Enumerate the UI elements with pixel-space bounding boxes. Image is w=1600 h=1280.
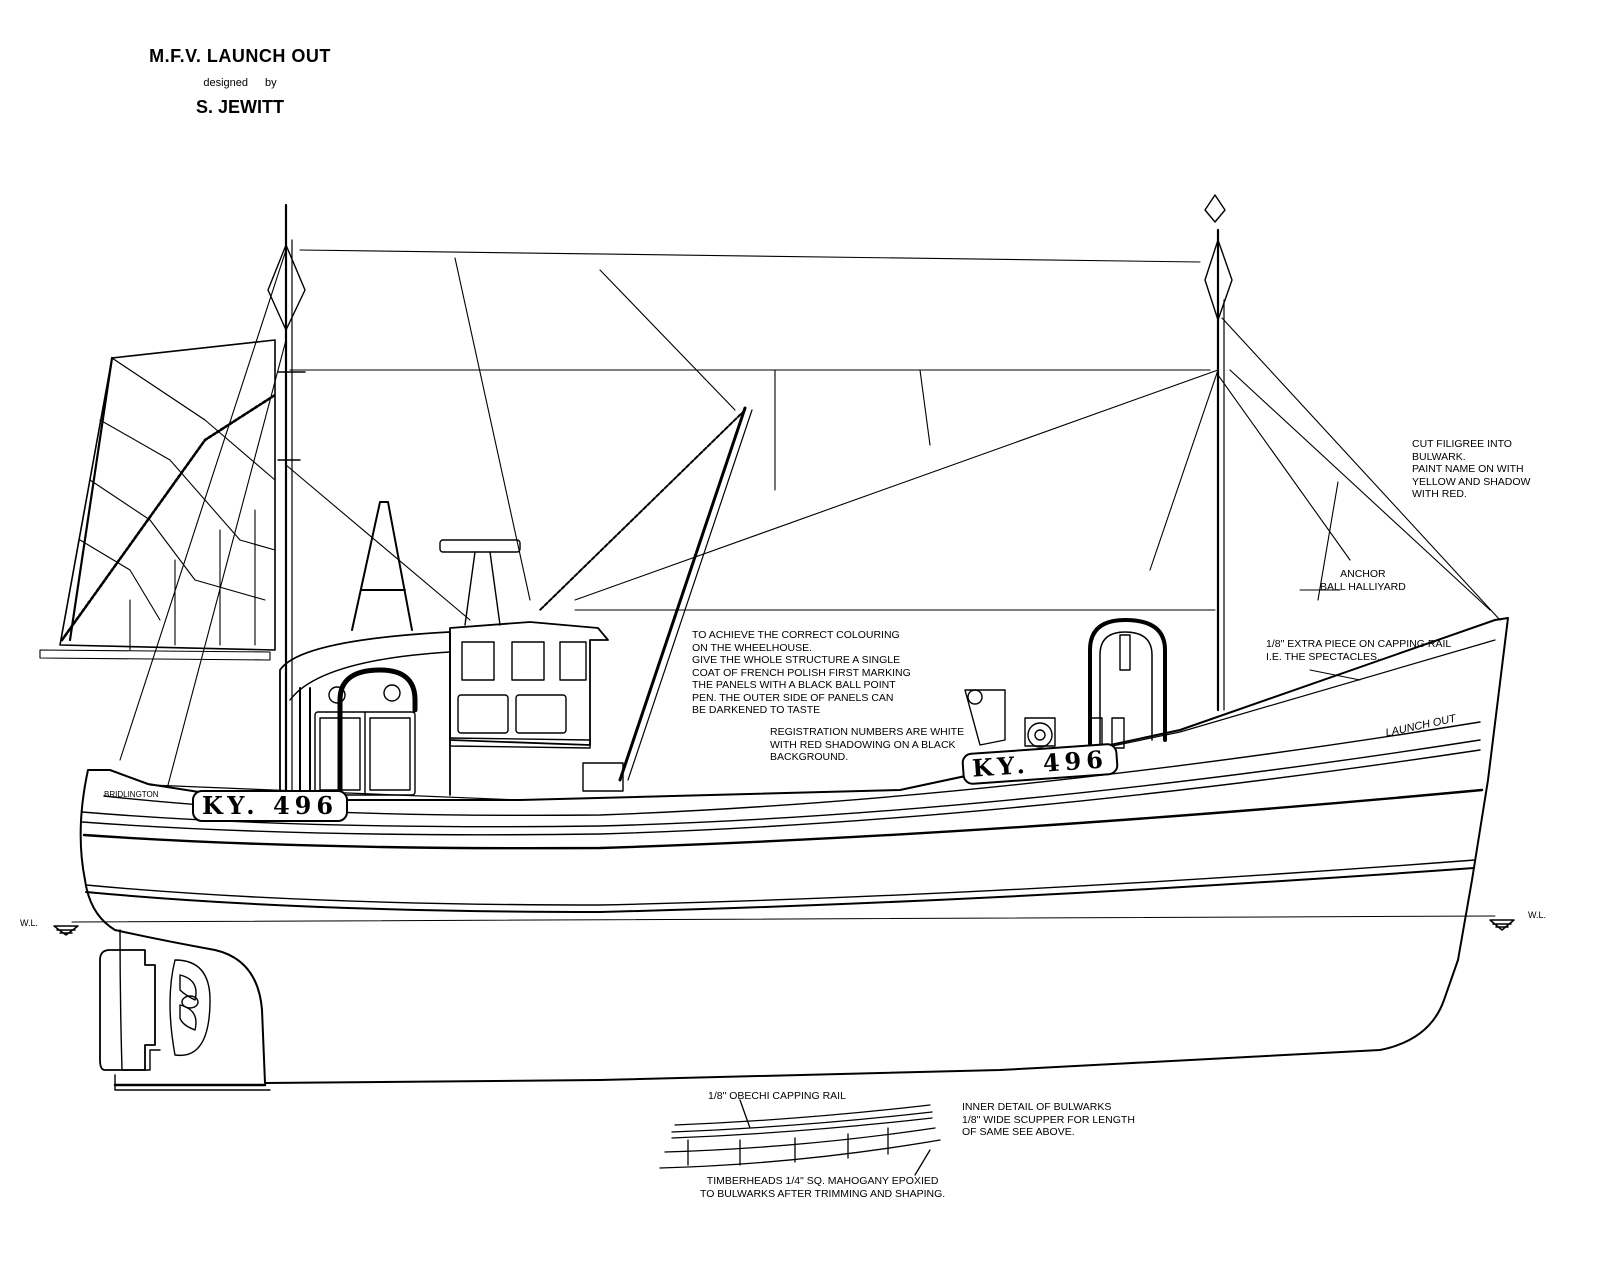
- note-anchor-ball: ANCHOR BALL HALLIYARD: [1320, 568, 1406, 593]
- bulwark-detail-inset: [659, 1099, 941, 1176]
- note-capping-piece: 1/8" EXTRA PIECE ON CAPPING RAIL I.E. TH…: [1266, 638, 1452, 663]
- vessel-title: M.F.V. LAUNCH OUT: [149, 46, 331, 66]
- rigging: [119, 249, 1501, 786]
- designed-by-label: designed by: [203, 77, 277, 89]
- note-inner-bulwark: INNER DETAIL OF BULWARKS 1/8" WIDE SCUPP…: [962, 1101, 1135, 1138]
- waterline-label-right: W.L.: [1528, 910, 1547, 920]
- note-capping-rail: 1/8" OBECHI CAPPING RAIL: [708, 1090, 846, 1102]
- designer-name: S. JEWITT: [195, 97, 284, 117]
- port-of-registry: BRIDLINGTON: [104, 790, 159, 799]
- waterline-markers: [53, 919, 1515, 936]
- note-filigree: CUT FILIGREE INTO BULWARK. PAINT NAME ON…: [1412, 438, 1531, 500]
- note-wheelhouse-colouring: TO ACHIEVE THE CORRECT COLOURING ON THE …: [692, 629, 911, 716]
- title-block: M.F.V. LAUNCH OUT designed by S. JEWITT: [100, 46, 380, 118]
- mizzen-sail: [39, 339, 277, 661]
- waterline-label-left: W.L.: [20, 918, 39, 928]
- note-registration-colours: REGISTRATION NUMBERS ARE WHITE WITH RED …: [770, 726, 965, 763]
- registration-number-aft: KY. 496: [192, 790, 349, 822]
- note-leaders: [1299, 589, 1361, 681]
- derrick-winch: [539, 406, 1167, 792]
- hull: [71, 617, 1509, 1091]
- note-timberheads: TIMBERHEADS 1/4" SQ. MAHOGANY EPOXIED TO…: [700, 1175, 946, 1200]
